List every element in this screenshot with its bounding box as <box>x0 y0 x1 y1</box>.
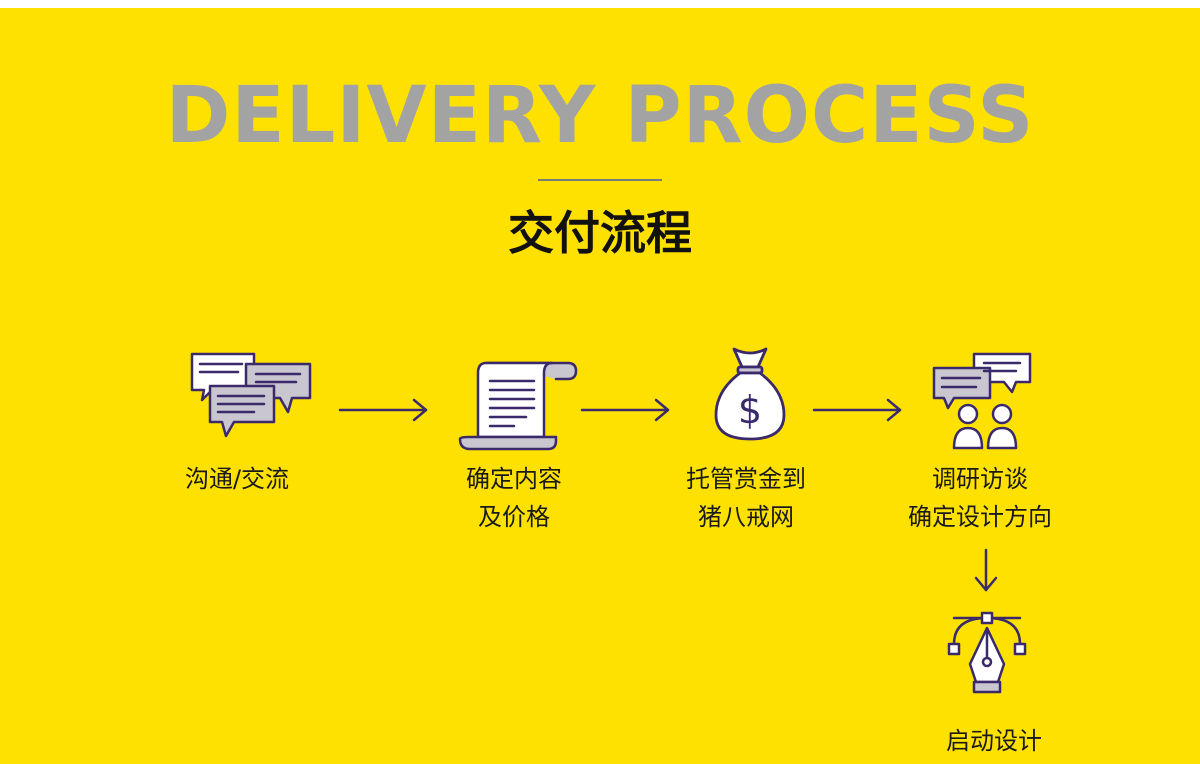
step-label-line: 猪八戒网 <box>698 503 794 531</box>
step-label-research: 调研访谈 确定设计方向 <box>870 460 1090 536</box>
scroll-document-icon <box>456 357 582 455</box>
pen-tool-icon <box>946 608 1028 702</box>
arrow-right-icon <box>338 398 430 426</box>
svg-text:$: $ <box>738 388 762 432</box>
step-label-communicate: 沟通/交流 <box>127 460 347 498</box>
step-label-confirm-content: 确定内容 及价格 <box>404 460 624 536</box>
page-title-cn: 交付流程 <box>508 206 692 260</box>
step-label-line: 调研访谈 <box>932 465 1028 493</box>
step-label-start-design: 启动设计 <box>884 722 1104 760</box>
interview-icon <box>930 350 1034 452</box>
step-label-line: 确定设计方向 <box>908 503 1052 531</box>
page-title-en: DELIVERY PROCESS <box>165 71 1035 161</box>
step-label-line: 启动设计 <box>946 727 1042 755</box>
step-label-line: 托管赏金到 <box>686 465 806 493</box>
step-label-line: 及价格 <box>478 503 550 531</box>
top-strip <box>0 0 1200 8</box>
step-label-line: 确定内容 <box>466 465 562 493</box>
arrow-right-icon <box>812 398 904 426</box>
title-divider <box>538 179 662 181</box>
money-bag-icon: $ <box>710 345 790 445</box>
arrow-down-icon <box>974 548 998 598</box>
step-label-line: 沟通/交流 <box>184 465 290 493</box>
step-label-escrow: 托管赏金到 猪八戒网 <box>636 460 856 536</box>
chat-bubbles-icon <box>188 350 318 442</box>
arrow-right-icon <box>580 398 672 426</box>
